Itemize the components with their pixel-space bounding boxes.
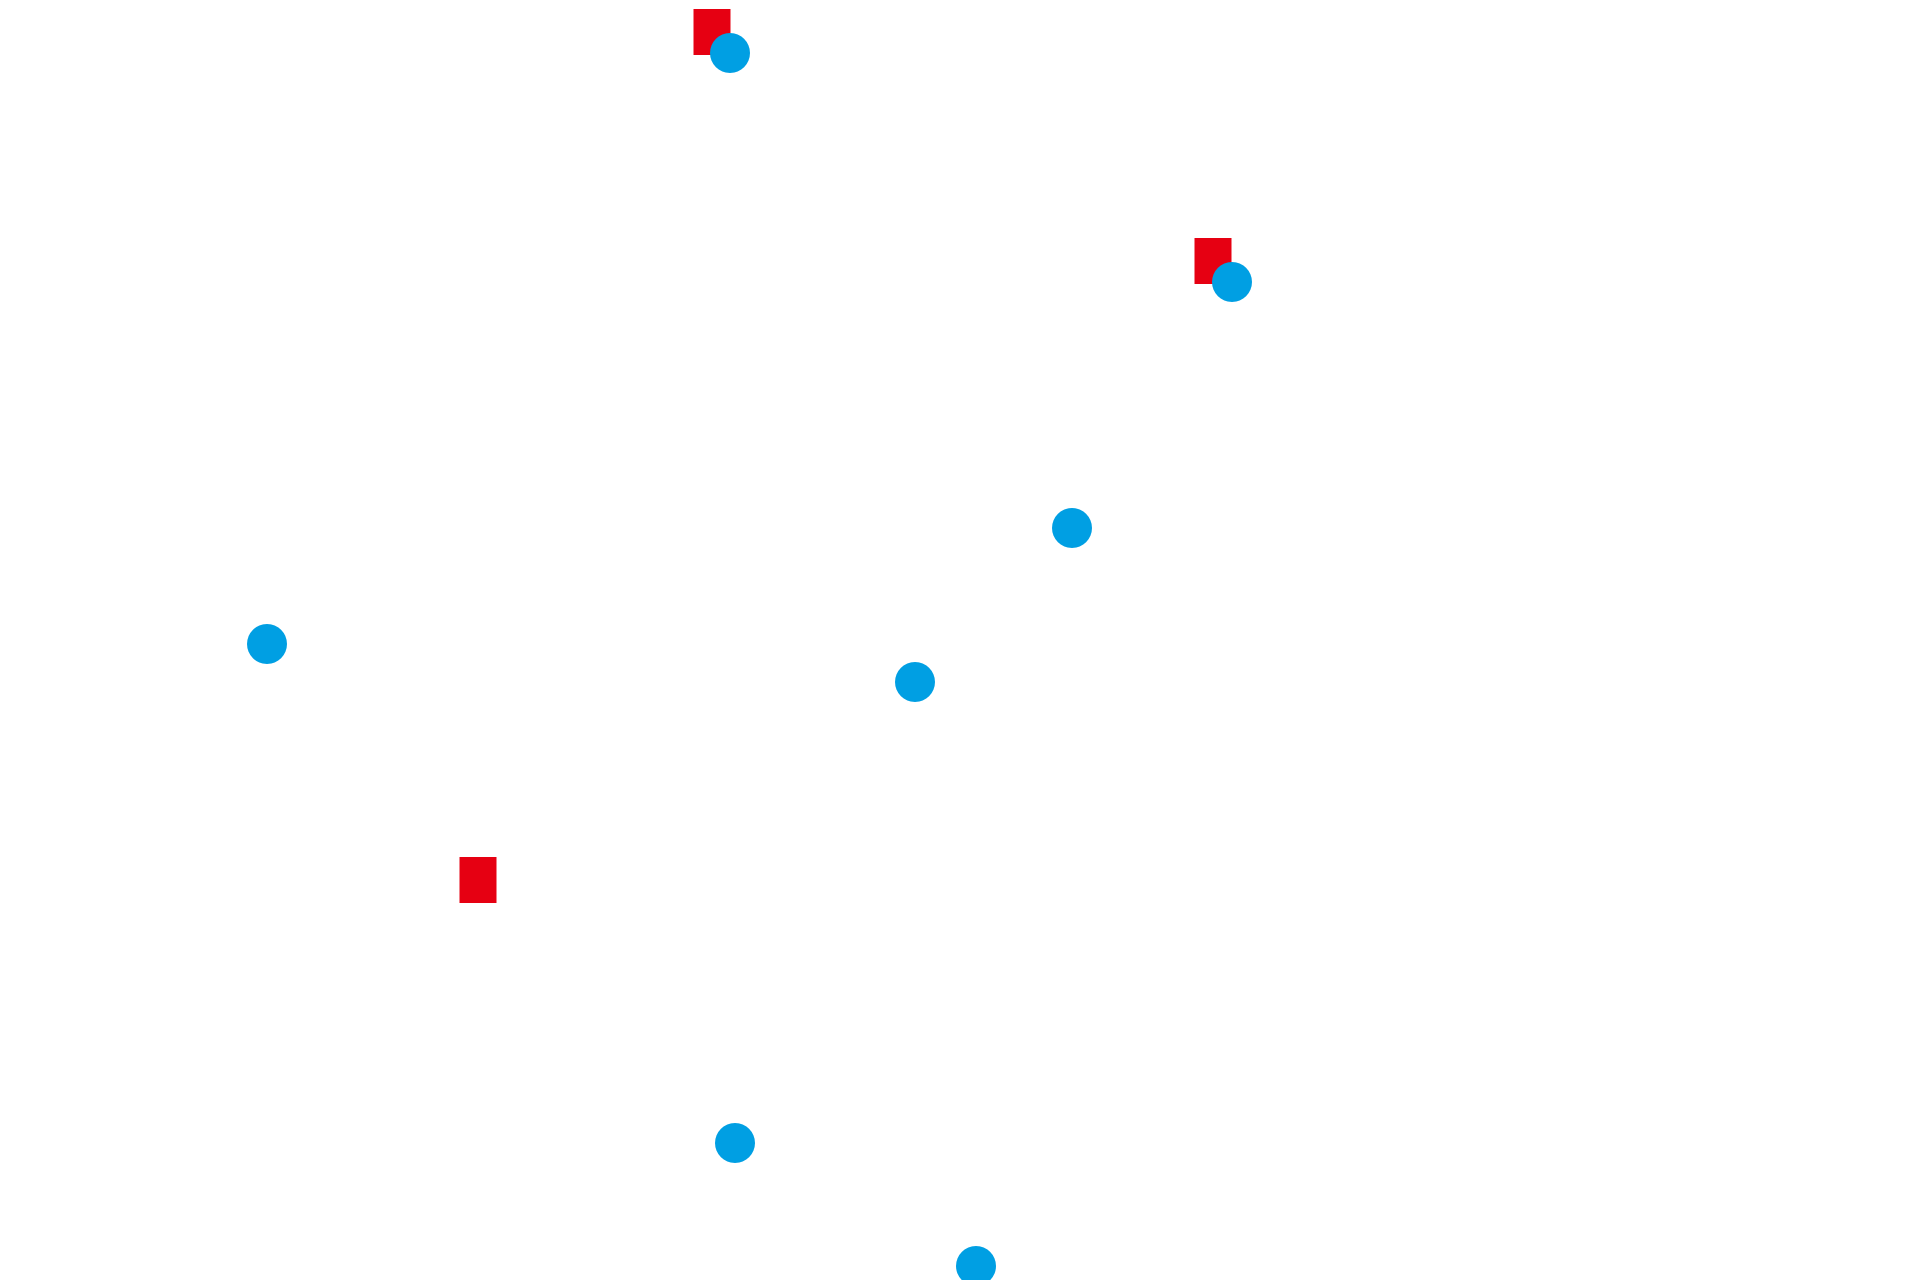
- circle-marker-2: [1212, 262, 1252, 302]
- circle-marker-7: [956, 1246, 996, 1280]
- circle-marker-6: [715, 1123, 755, 1163]
- circle-marker-3: [1052, 508, 1092, 548]
- circle-marker-5: [895, 662, 935, 702]
- circle-marker-4: [247, 624, 287, 664]
- square-marker-3: [459, 857, 497, 903]
- circle-marker-1: [710, 33, 750, 73]
- plot-marks: [247, 9, 1252, 1280]
